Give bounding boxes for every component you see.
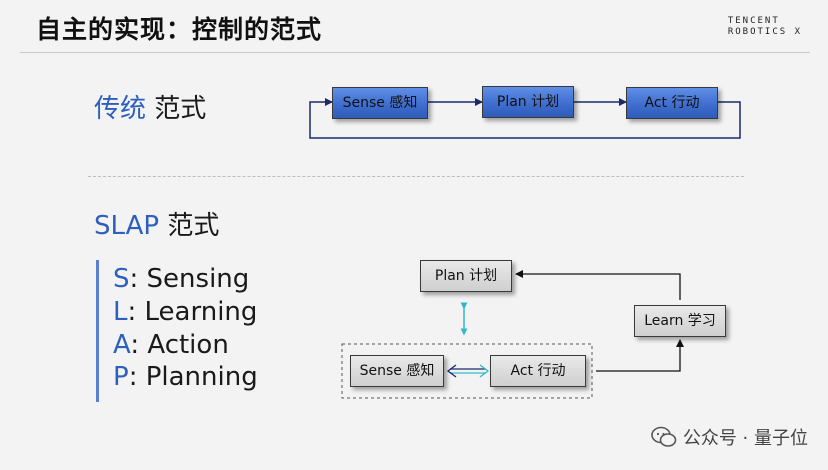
slap-title-accent: SLAP bbox=[94, 211, 160, 241]
traditional-act-box: Act 行动 bbox=[626, 87, 718, 119]
logo-line-1: TENCENT bbox=[727, 16, 780, 26]
slap-act-box: Act 行动 bbox=[490, 355, 586, 387]
logo-line-2: ROBOTICS X bbox=[727, 27, 802, 37]
arrowhead-left bbox=[446, 364, 457, 378]
arrow-act-to-learn bbox=[596, 339, 684, 372]
wechat-icon bbox=[651, 426, 677, 447]
watermark: 公众号 · 量子位 bbox=[651, 424, 808, 450]
arrow-learn-to-plan bbox=[515, 270, 681, 300]
slap-item-action: A: Action bbox=[113, 330, 229, 360]
slap-sense-box: Sense 感知 bbox=[350, 355, 444, 387]
arrow-feedback-loop bbox=[309, 98, 741, 139]
sense-act-group-frame bbox=[341, 343, 593, 399]
traditional-title-rest: 范式 bbox=[146, 94, 207, 124]
slap-flow bbox=[341, 270, 684, 399]
title-divider bbox=[20, 52, 810, 53]
arrowhead-right bbox=[479, 364, 490, 378]
slap-item-planning: P: Planning bbox=[113, 362, 258, 392]
slap-paradigm-title: SLAP 范式 bbox=[94, 205, 219, 242]
slap-item-sensing: S: Sensing bbox=[113, 264, 250, 294]
slap-item-learning: L: Learning bbox=[113, 297, 258, 327]
watermark-text: 公众号 · 量子位 bbox=[682, 428, 808, 449]
slap-plan-box: Plan 计划 bbox=[420, 260, 512, 292]
slap-learn-box: Learn 学习 bbox=[634, 305, 726, 337]
traditional-flow bbox=[309, 98, 741, 139]
slap-title-rest: 范式 bbox=[159, 211, 220, 241]
section-divider bbox=[88, 176, 744, 177]
company-logo: TENCENT ROBOTICS X bbox=[728, 16, 802, 38]
slide-title: 自主的实现：控制的范式 bbox=[36, 15, 323, 44]
traditional-sense-box: Sense 感知 bbox=[332, 87, 428, 119]
traditional-paradigm-title: 传统 范式 bbox=[94, 88, 206, 125]
slap-definition-list: S: Sensing L: Learning A: Action P: Plan… bbox=[96, 260, 319, 402]
traditional-title-accent: 传统 bbox=[94, 94, 147, 124]
traditional-plan-box: Plan 计划 bbox=[482, 86, 574, 118]
